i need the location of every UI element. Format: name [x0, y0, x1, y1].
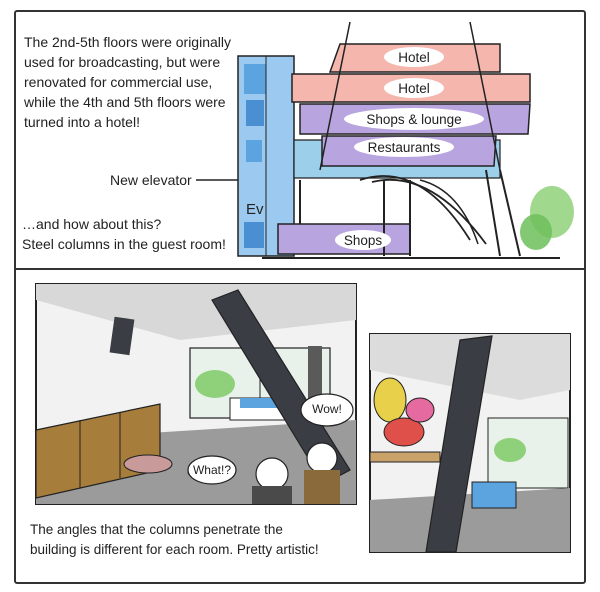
intro-line: turned into a hotel!: [24, 114, 140, 130]
intro-line: renovated for commercial use,: [24, 74, 213, 90]
question-line: …and how about this?: [22, 216, 162, 232]
label-shops-lounge: Shops & lounge: [366, 112, 461, 127]
intro-line: while the 4th and 5th floors were: [24, 94, 226, 110]
panel-divider: [14, 268, 586, 270]
label-shops: Shops: [344, 233, 383, 248]
speech-what: What!?: [192, 463, 231, 477]
caption: The angles that the columns penetrate th…: [30, 520, 370, 560]
label-hotel-mid: Hotel: [398, 81, 430, 96]
label-ev: Ev: [246, 201, 264, 218]
label-hotel-top: Hotel: [398, 50, 430, 65]
caption-line: The angles that the columns penetrate th…: [30, 522, 283, 537]
intro-text: The 2nd-5th floors were originally used …: [24, 32, 264, 132]
caption-line: building is different for each room. Pre…: [30, 542, 319, 557]
speech-wow: Wow!: [312, 402, 342, 416]
question-text: …and how about this? Steel columns in th…: [22, 214, 262, 254]
comic-page-frame: [14, 10, 586, 584]
intro-line: The 2nd-5th floors were originally: [24, 34, 231, 50]
label-restaurants: Restaurants: [368, 140, 441, 155]
question-line: Steel columns in the guest room!: [22, 236, 226, 252]
intro-line: used for broadcasting, but were: [24, 54, 221, 70]
elevator-callout: New elevator: [110, 172, 192, 188]
